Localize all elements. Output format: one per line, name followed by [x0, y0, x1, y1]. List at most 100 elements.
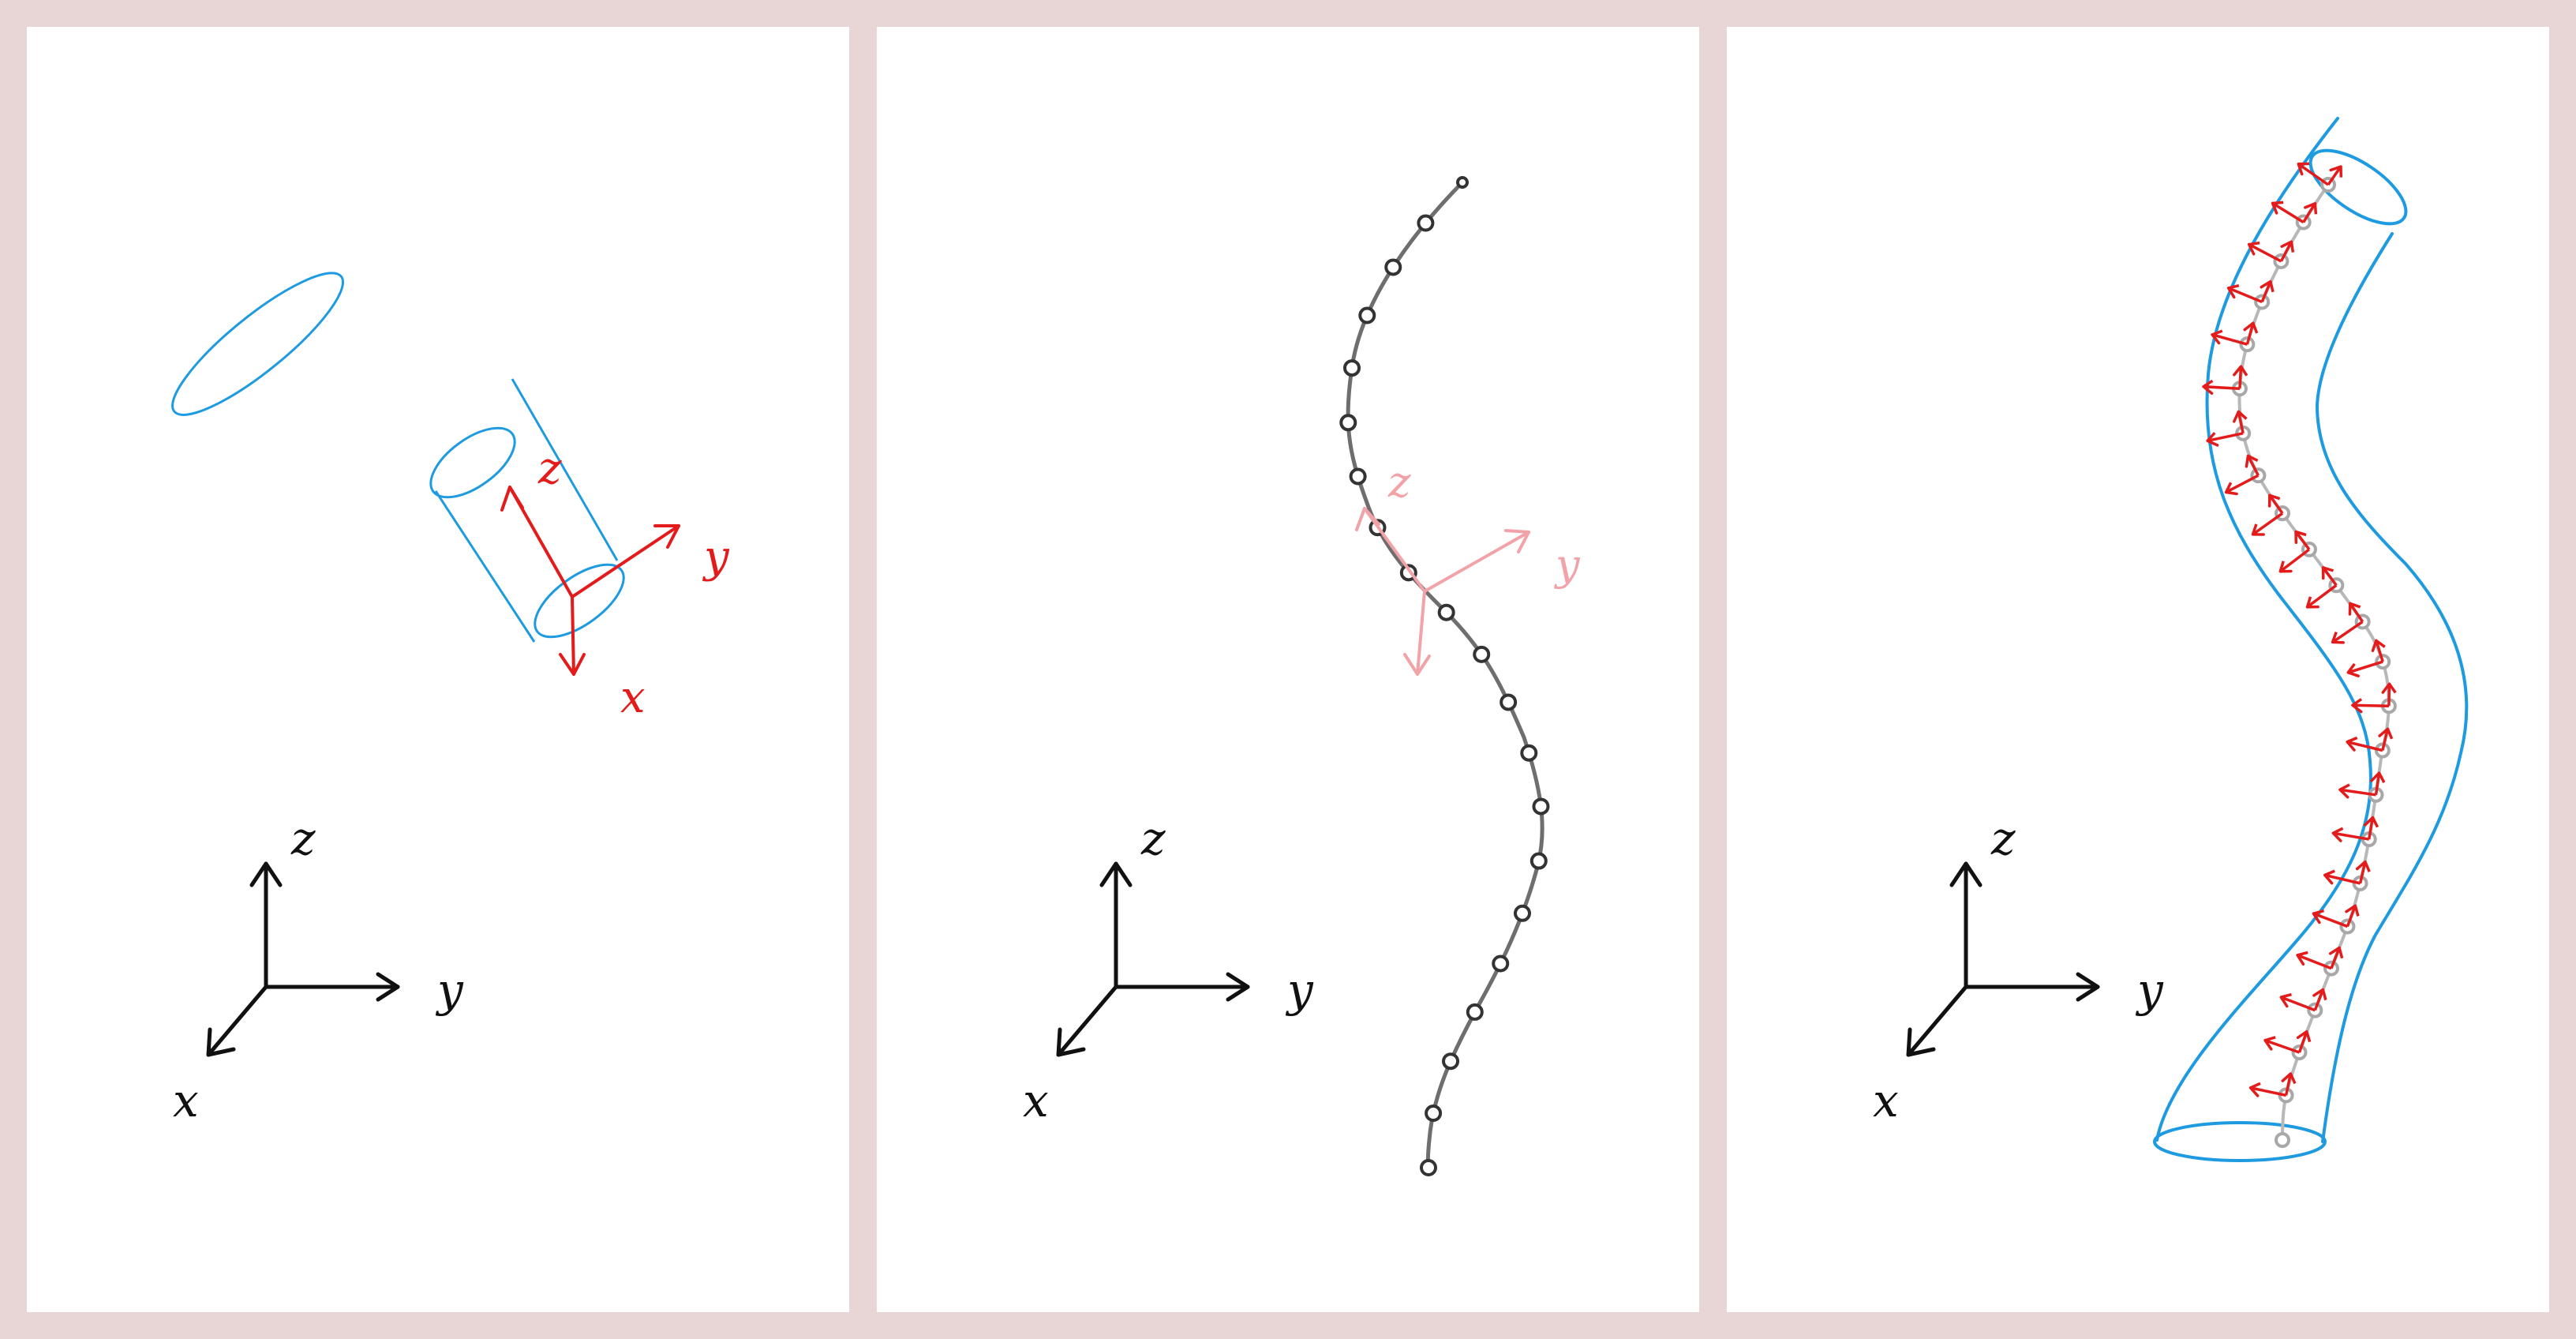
frame-marker — [2278, 530, 2317, 573]
frame-z-arrow — [2243, 321, 2259, 345]
faded-x-arrowhead — [1403, 653, 1431, 676]
frame-z-arrow — [2370, 771, 2386, 796]
world-x-axis — [206, 985, 268, 1057]
faded-local-frame — [1355, 507, 1530, 676]
local-x-arrowhead — [559, 653, 586, 676]
local-y-label: y — [702, 531, 730, 583]
frame-y-arrow — [2338, 783, 2376, 799]
frame-y-arrow — [2279, 992, 2316, 1012]
world-axes — [1906, 861, 2100, 1057]
frame-z-arrow — [2327, 165, 2343, 186]
cylinder — [171, 272, 625, 643]
world-z-label: z — [1140, 812, 1166, 865]
frame-z-arrow — [2363, 816, 2379, 840]
sample-point — [1442, 1052, 1460, 1071]
frame-y-arrow — [2247, 241, 2282, 263]
local-z-arrowhead — [500, 486, 524, 512]
panel-curve-samples: z y z y x — [877, 27, 1699, 1312]
frame-marker — [2331, 816, 2379, 848]
sample-point — [1492, 955, 1510, 973]
frame-marker — [2202, 365, 2248, 397]
sample-point — [1530, 852, 1548, 870]
tube-bottom-cap — [2153, 1121, 2327, 1162]
sample-point — [1513, 904, 1531, 922]
sample-point — [1437, 603, 1455, 621]
world-x-axis — [1056, 985, 1118, 1057]
frame-marker — [2346, 727, 2394, 759]
frame-y-arrow — [2251, 512, 2284, 536]
sample-point — [1358, 306, 1376, 324]
frame-y-arrow — [2323, 869, 2361, 885]
panel-1-sketch: z y x z y x — [171, 272, 730, 1127]
frame-y-arrow — [2331, 621, 2364, 644]
sample-point — [1456, 176, 1469, 189]
sample-point — [1343, 359, 1361, 377]
panel-swept-tube: z y x — [1727, 27, 2549, 1312]
frame-z-arrow — [2267, 493, 2284, 515]
frame-marker — [2297, 162, 2343, 193]
world-y-label: y — [2135, 963, 2164, 1017]
world-z-label: z — [1990, 812, 2016, 865]
frame-y-arrow — [2331, 827, 2369, 842]
frame-z-arrow — [2381, 682, 2397, 707]
world-x-arrowhead — [1906, 1027, 1936, 1057]
local-frame — [500, 486, 680, 676]
frame-z-arrow — [2294, 530, 2311, 550]
world-y-arrowhead — [2076, 972, 2100, 1002]
cylinder-bottom-cap — [534, 563, 625, 639]
frame-z-arrow — [2312, 988, 2327, 1011]
frame-z-arrow — [2296, 1030, 2312, 1053]
faded-z-axis — [1363, 507, 1426, 593]
frame-z-arrow — [2260, 279, 2275, 303]
frame-marker — [2247, 240, 2295, 269]
sample-point — [1473, 645, 1491, 663]
frame-y-arrow — [2312, 909, 2349, 928]
sample-curve — [1346, 180, 1544, 1170]
world-z-arrowhead — [1099, 861, 1133, 887]
sample-point — [1420, 1159, 1437, 1176]
frame-marker — [2305, 566, 2345, 609]
frame-y-arrow — [2278, 548, 2311, 573]
local-x-label: x — [620, 672, 646, 723]
frame-marker — [2351, 682, 2397, 715]
tube-left-edge — [2155, 117, 2372, 1142]
sample-points — [1339, 176, 1550, 1176]
frame-marker — [2211, 321, 2259, 353]
sample-point — [1417, 214, 1435, 232]
frame-marker — [2206, 410, 2252, 447]
frame-z-arrow — [2302, 201, 2318, 223]
sample-point — [1500, 693, 1518, 711]
tube — [2153, 117, 2469, 1162]
sample-point — [1339, 414, 1357, 432]
frame-y-arrow — [2224, 474, 2260, 496]
frame-z-arrow — [2233, 410, 2248, 434]
frame-y-arrow — [2263, 1036, 2301, 1054]
frame-marker — [2346, 639, 2391, 677]
frame-marker — [2263, 1030, 2312, 1061]
world-y-label: y — [1285, 963, 1314, 1017]
frame-z-arrow — [2321, 566, 2338, 587]
frames-along-curve — [2202, 162, 2397, 1148]
tube-top-cap — [2308, 148, 2408, 226]
frame-z-arrow — [2279, 240, 2295, 262]
frame-y-arrow — [2248, 1082, 2286, 1097]
frame-y-arrow — [2351, 698, 2389, 714]
world-y-arrowhead — [1226, 972, 1250, 1002]
sample-point — [1384, 258, 1402, 276]
world-z-arrowhead — [1949, 861, 1983, 887]
cylinder-top-ellipse — [171, 272, 345, 416]
frame-y-arrow — [2211, 329, 2248, 346]
frame-marker — [2224, 454, 2267, 496]
frame-z-arrow — [2245, 454, 2260, 477]
frame-marker — [2296, 946, 2344, 977]
frame-marker — [2323, 860, 2371, 891]
cylinder-top-cap — [429, 426, 516, 499]
frame-y-arrow — [2206, 432, 2244, 447]
world-x-axis — [1906, 985, 1968, 1057]
local-x-axis — [571, 595, 575, 676]
frame-y-arrow — [2305, 583, 2338, 609]
faded-z-label: z — [1387, 457, 1411, 507]
frame-z-arrow — [2328, 946, 2344, 970]
frame-y-arrow — [2202, 379, 2241, 396]
frame-marker — [2275, 1132, 2290, 1148]
